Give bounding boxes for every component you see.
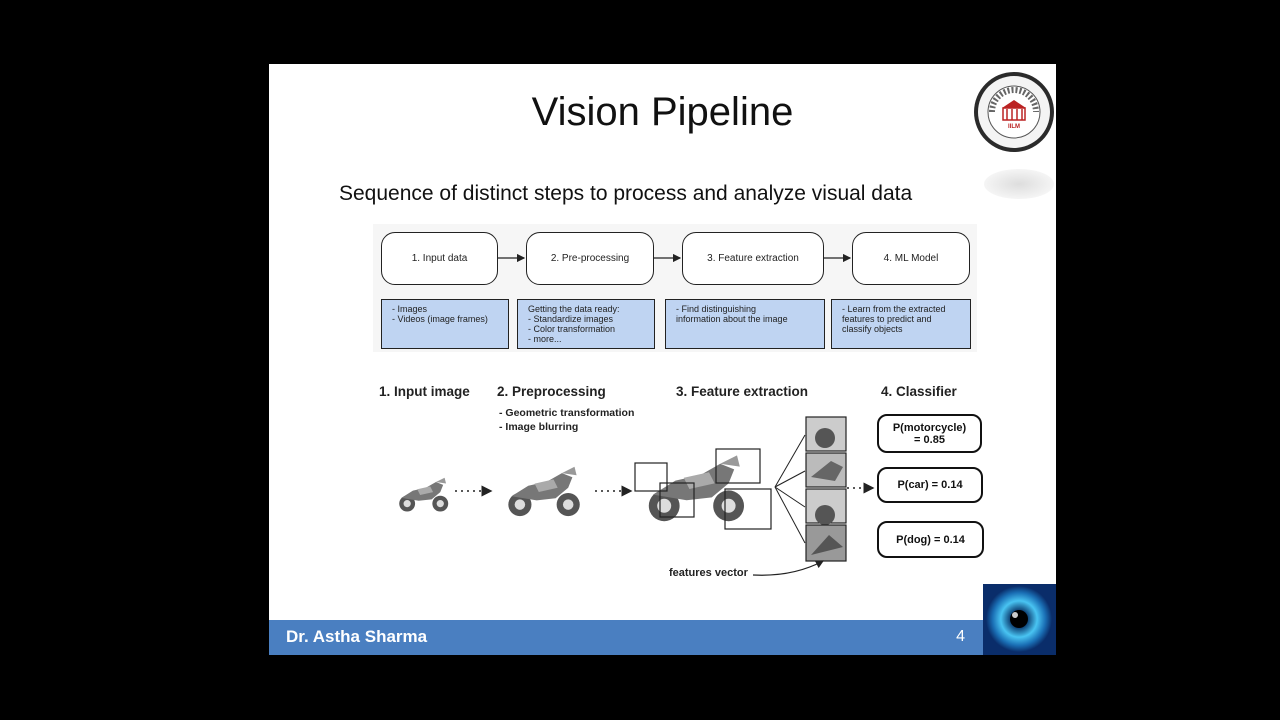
desc-ml-model: - Learn from the extracted features to p… [831,299,971,349]
author-name: Dr. Astha Sharma [286,627,428,646]
footer-bar: Dr. Astha Sharma 4 [269,620,983,655]
header-input-image: 1. Input image [379,384,470,399]
slide-subtitle: Sequence of distinct steps to process an… [339,182,913,205]
prediction-dog: P(dog) = 0.14 [877,521,984,558]
bullet-image-blurring: - Image blurring [499,421,579,433]
header-feature-extraction: 3. Feature extraction [676,384,809,399]
slide: Vision Pipeline IILM Sequence of distinc… [269,64,1056,655]
input-bike-icon [399,477,449,512]
flow-arrows [498,253,852,263]
prediction-motorcycle: P(motorcycle) = 0.85 [877,414,982,453]
feature-bike-icon [648,455,744,522]
desc-feature-extraction: - Find distinguishing information about … [665,299,825,349]
prediction-car: P(car) = 0.14 [877,467,983,503]
step-input-data: 1. Input data [381,232,498,285]
slide-title: Vision Pipeline [531,90,794,134]
motorcycle-illustration [399,416,875,576]
step-ml-model: 4. ML Model [852,232,970,285]
step-pre-processing: 2. Pre-processing [526,232,654,285]
academy-logo: IILM [974,72,1054,152]
desc-input-data: - Images - Videos (image frames) [381,299,509,349]
logo-glow [984,169,1054,199]
pipeline-illustration: 1. Input image 2. Preprocessing 3. Featu… [373,377,993,587]
page-number: 4 [956,628,965,645]
step-feature-extraction: 3. Feature extraction [682,232,824,285]
header-preprocessing: 2. Preprocessing [497,384,606,399]
eye-logo [983,584,1056,655]
desc-pre-processing: Getting the data ready: - Standardize im… [517,299,655,349]
preprocessed-bike-icon [508,466,580,517]
header-classifier: 4. Classifier [881,384,957,399]
features-vector-label: features vector [669,567,748,579]
svg-text:IILM: IILM [1008,124,1020,130]
pipeline-flow-diagram: 1. Input data 2. Pre-processing 3. Featu… [373,224,977,352]
bullet-geometric-transformation: - Geometric transformation [499,407,635,419]
